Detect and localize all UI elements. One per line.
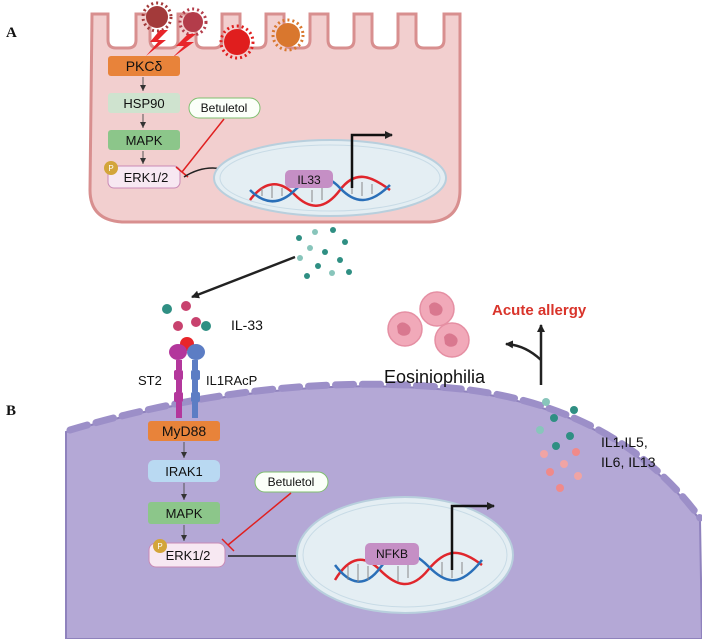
betuletol-badge [188, 97, 261, 119]
phospho-label: P [108, 164, 113, 173]
cytokines-label-line1: IL1,IL5, [601, 434, 648, 450]
allergen-particle-icon [178, 7, 208, 37]
erk-label: ERK1/2 [124, 170, 169, 185]
mapk-label: MAPK [126, 133, 163, 148]
hsp90-node [108, 93, 180, 113]
il33-gene-label: IL33 [297, 173, 321, 187]
betuletol-label: Betuletol [201, 101, 248, 115]
pkc-delta-label: PKCδ [126, 58, 163, 74]
dna-rungs [261, 182, 373, 202]
pkc-delta-node [108, 56, 180, 76]
myd88-node [148, 421, 220, 441]
bottom-dna-strand-red [333, 551, 483, 586]
st2-il1racp-receptor [169, 344, 205, 418]
bottom-phospho-icon [153, 539, 167, 553]
bottom-betuletol-label: Betuletol [268, 475, 315, 489]
secreted-il33-dots [296, 227, 352, 279]
bottom-transcription-arrow [450, 502, 495, 570]
phospho-icon [104, 161, 118, 175]
bottom-mapk-label: MAPK [166, 506, 203, 521]
arrow-to-eosinophilia [505, 340, 542, 361]
il33-ligand-label: IL-33 [231, 317, 263, 333]
top-cell: PKCδ HSP90 MAPK ERK1/2 P Betuletol [88, 1, 462, 224]
bottom-betuletol-badge [254, 471, 329, 493]
secreted-cytokine-dots [536, 398, 582, 492]
bottom-nucleus-inner [302, 502, 508, 608]
allergen-particle-icon [219, 24, 255, 60]
arrow-to-receptor [191, 255, 296, 299]
panel-letter-b: B [6, 403, 16, 419]
top-nucleus-inner [219, 144, 441, 212]
lightning-bolt-icon [172, 34, 196, 58]
transcription-arrow [350, 131, 393, 188]
st2-label: ST2 [138, 373, 162, 388]
mapk-node [108, 130, 180, 150]
eosinophil-icon [434, 322, 470, 358]
irak1-label: IRAK1 [165, 464, 203, 479]
bottom-phospho-label: P [157, 542, 162, 551]
nfkb-gene-box [365, 543, 419, 565]
bottom-erk-label: ERK1/2 [166, 548, 211, 563]
hsp90-label: HSP90 [123, 96, 164, 111]
allergen-particle-icon [141, 1, 173, 33]
irak1-node [148, 460, 220, 482]
bottom-cell: IL-33 ST2 IL1RAcP MyD88 IRAK1 MAPK [65, 301, 702, 639]
il33-gene-box [285, 170, 333, 188]
nfkb-gene-label: NFKB [376, 547, 408, 561]
bottom-mapk-node [148, 502, 220, 524]
eosinophil-icon [387, 311, 423, 347]
erk-node [107, 165, 181, 189]
il33-ligand-cluster [162, 301, 211, 351]
membrane-dashes [66, 380, 702, 522]
acute-allergy-label: Acute allergy [492, 302, 587, 319]
eosinophilia-label: Eosiniophilia [384, 367, 486, 387]
il1racp-label: IL1RAcP [206, 373, 257, 388]
cytokines-label-line2: IL6, IL13 [601, 454, 656, 470]
eosinophil-icon [419, 291, 455, 327]
lightning-bolt-icon [146, 30, 168, 56]
dna-strand-red [249, 175, 391, 207]
myd88-label: MyD88 [162, 423, 207, 439]
bottom-erk-node [148, 542, 226, 568]
panel-letter-a: A [6, 25, 17, 41]
bottom-dna-rungs [347, 560, 463, 582]
bottom-inhibition-line [221, 492, 292, 552]
allergen-particle-icon [271, 18, 305, 52]
